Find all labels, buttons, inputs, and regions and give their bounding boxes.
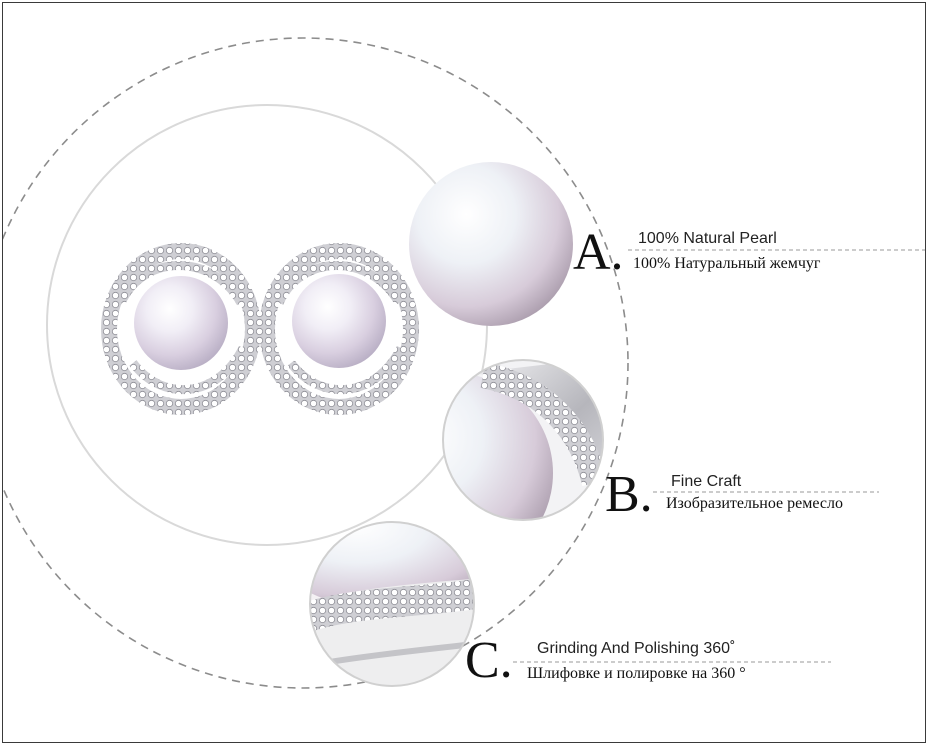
- dashed-guide-circle: [3, 37, 629, 689]
- feature-a-letter: A.: [573, 224, 624, 281]
- pearl-earring-right: [259, 243, 419, 415]
- pearl-earring-left: [101, 243, 261, 415]
- pearl-closeup-image: [409, 162, 573, 326]
- feature-b-english: Fine Craft: [671, 473, 742, 490]
- feature-c-english: Grinding And Polishing 360˚: [537, 640, 736, 657]
- feature-b-letter: B.: [605, 466, 653, 523]
- illustration: [3, 37, 925, 689]
- feature-c-russian: Шлифовке и полировке на 360 °: [527, 665, 746, 682]
- polished-setting-image: [309, 521, 475, 687]
- feature-a-russian: 100% Натуральный жемчуг: [633, 255, 821, 272]
- setting-closeup-image: [442, 359, 604, 521]
- feature-b-russian: Изобразительное ремесло: [666, 495, 843, 512]
- feature-c-letter: C.: [465, 632, 513, 689]
- feature-a-english: 100% Natural Pearl: [638, 230, 777, 247]
